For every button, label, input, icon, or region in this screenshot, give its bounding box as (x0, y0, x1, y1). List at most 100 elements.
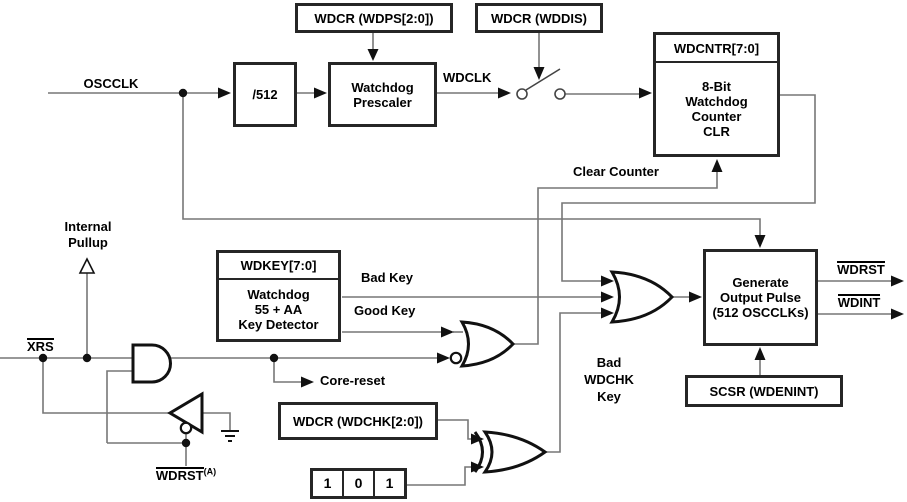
generate-label-line1: Generate (732, 275, 789, 290)
prescaler-label-line2: Prescaler (353, 94, 412, 110)
wdclk-label: WDCLK (443, 70, 492, 85)
internal-pullup-line2: Pullup (68, 235, 108, 250)
arrowhead (601, 275, 614, 287)
wdchk-register-box: WDCR (WDCHK[2:0]) (278, 402, 438, 440)
wdcntr-header-label: WDCNTR[7:0] (673, 40, 760, 56)
buffer-enable-bubble (179, 421, 193, 435)
arrowhead (498, 87, 511, 99)
or-gate-3input (609, 270, 675, 324)
wdint-output-text: WDINT (837, 294, 881, 310)
wire-core-reset (273, 358, 301, 383)
good-key-label: Good Key (354, 303, 416, 318)
wdrst-buffer (167, 391, 204, 435)
junction-dot (178, 88, 188, 98)
core-reset-label: Core-reset (320, 373, 386, 388)
xor-gate (473, 430, 548, 474)
wdkey-label-line2: 55 + AA (254, 302, 303, 317)
clear-counter-label: Clear Counter (573, 164, 659, 179)
wdrst-internal-note: (A) (203, 466, 217, 477)
arrowhead (639, 87, 652, 99)
wddis-register-box: WDCR (WDDIS) (475, 3, 603, 33)
wire-counter-overflow (561, 94, 816, 282)
constant-bit: 1 (313, 471, 344, 496)
junction-dot (269, 353, 279, 363)
switch-contact-left (516, 88, 528, 100)
wdrst-internal-label: WDRST(A) (146, 467, 226, 484)
and-gate (131, 343, 172, 384)
bad-wdchk-line3: Key (597, 389, 621, 404)
wdrst-output-label: WDRST (828, 261, 894, 278)
constant-101-box: 1 0 1 (310, 468, 407, 499)
arrowhead (689, 291, 702, 303)
wdcntr-body: 8-Bit Watchdog Counter CLR (656, 63, 777, 154)
oscclk-label: OSCCLK (83, 76, 139, 91)
xrs-label-text: XRS (27, 338, 54, 354)
divide-by-512-block: /512 (233, 62, 297, 127)
divide-by-512-label: /512 (252, 87, 278, 102)
switch-blade (525, 68, 561, 91)
switch-contact-right (554, 88, 566, 100)
bad-wdchk-line1: Bad (596, 355, 622, 370)
arrowhead (711, 159, 723, 172)
wdkey-header: WDKEY[7:0] (219, 253, 338, 280)
wire-wdrst-feedback (106, 370, 186, 444)
bad-key-label: Bad Key (361, 270, 414, 285)
internal-pullup-line1: Internal (64, 219, 112, 234)
generate-output-pulse-block: Generate Output Pulse (512 OSCCLKs) (703, 249, 818, 346)
wdkey-body: Watchdog 55 + AA Key Detector (219, 280, 338, 339)
scsr-register-label: SCSR (WDENINT) (709, 383, 819, 399)
junction-dot (181, 438, 191, 448)
wire-buffer-gnd (202, 412, 231, 430)
wddis-register-label: WDCR (WDDIS) (490, 10, 588, 26)
wdint-output-label: WDINT (828, 294, 890, 311)
wdkey-label-line1: Watchdog (247, 287, 310, 302)
constant-bit: 0 (344, 471, 375, 496)
xor-back-curve (473, 431, 484, 473)
ground-icon (221, 430, 239, 442)
wdchk-register-label: WDCR (WDCHK[2:0]) (293, 413, 423, 429)
wdkey-detector-block: WDKEY[7:0] Watchdog 55 + AA Key Detector (216, 250, 341, 342)
watchdog-prescaler-block: Watchdog Prescaler (328, 62, 437, 127)
or-gate-body (459, 320, 516, 368)
wire-buffer-out (42, 358, 170, 414)
wdkey-label-line3: Key Detector (238, 317, 319, 332)
internal-pullup-label: Internal Pullup (55, 219, 121, 251)
arrowhead (533, 67, 545, 80)
wdps-register-box: WDCR (WDPS[2:0]) (295, 3, 453, 33)
counter-label-line2: Watchdog (685, 93, 748, 109)
inverted-input-bubble (449, 351, 463, 365)
scsr-register-box: SCSR (WDENINT) (685, 375, 843, 407)
arrowhead (601, 291, 614, 303)
pullup-arrow-icon (78, 257, 96, 274)
xrs-label: XRS (27, 338, 54, 355)
counter-label-line4: CLR (703, 123, 730, 139)
generate-label-line3: (512 OSCCLKs) (712, 305, 809, 320)
junction-dots (38, 88, 279, 448)
wdkey-header-label: WDKEY[7:0] (240, 258, 317, 273)
arrowhead (891, 308, 904, 320)
junction-dot (38, 353, 48, 363)
wire-bad-wdchk (545, 312, 601, 453)
generate-label-line2: Output Pulse (720, 290, 801, 305)
arrowhead (601, 307, 614, 319)
wire-constant-route (407, 466, 471, 486)
arrowhead (754, 235, 766, 248)
wire-clear-counter (513, 172, 718, 345)
good-key-or-gate (449, 320, 516, 368)
xor-body (481, 430, 548, 474)
bad-wdchk-key-label: Bad WDCHK Key (567, 354, 651, 405)
bad-wdchk-line2: WDCHK (584, 372, 634, 387)
wddis-switch (516, 68, 566, 100)
prescaler-label-line1: Watchdog (351, 79, 414, 95)
arrowhead (437, 352, 450, 364)
arrowhead (471, 433, 484, 445)
arrowheads (218, 49, 904, 473)
wires (0, 33, 891, 486)
arrowhead (754, 347, 766, 360)
wire-oscclk-branch (182, 93, 761, 236)
junction-dot (82, 353, 92, 363)
wire-wdchk-route (438, 419, 471, 440)
wdcntr-counter-block: WDCNTR[7:0] 8-Bit Watchdog Counter CLR (653, 32, 780, 157)
arrowhead (441, 326, 454, 338)
